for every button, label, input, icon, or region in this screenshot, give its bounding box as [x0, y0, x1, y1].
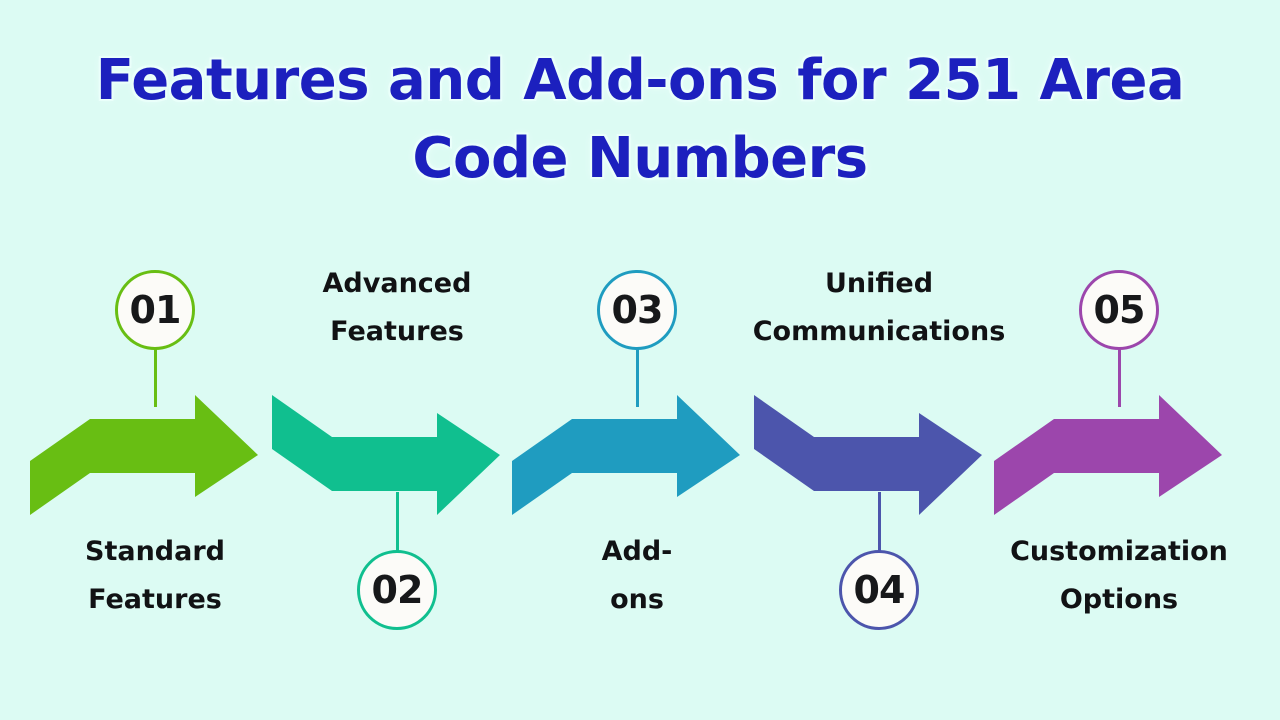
connector-stem	[878, 492, 881, 554]
arrow-shape	[994, 395, 1222, 515]
right-arrow-chevron-icon	[512, 395, 762, 515]
step-number: 04	[853, 568, 906, 612]
step-badge-02[interactable]: 02	[357, 550, 437, 630]
step-label-line-1: Customization	[1010, 536, 1228, 567]
step-label-line-2: Features	[330, 316, 464, 347]
step-number: 03	[611, 288, 664, 332]
step-label-line-1: Add-	[601, 536, 673, 567]
connector-stem	[636, 345, 639, 407]
right-arrow-chevron-icon	[272, 395, 522, 515]
step-badge-03[interactable]: 03	[597, 270, 677, 350]
arrow-shape	[30, 395, 258, 515]
step-label-line-1: Standard	[85, 536, 225, 567]
step-number: 05	[1093, 288, 1146, 332]
step-label-line-2: ons	[610, 584, 664, 615]
connector-stem	[1118, 345, 1121, 407]
right-arrow-chevron-icon	[30, 395, 280, 515]
right-arrow-chevron-icon	[994, 395, 1244, 515]
connector-stem	[154, 345, 157, 407]
title-line-2: Code Numbers	[412, 126, 868, 191]
step-label-03: Add-ons	[472, 528, 802, 624]
arrow-shape	[754, 395, 982, 515]
step-badge-01[interactable]: 01	[115, 270, 195, 350]
connector-stem	[396, 492, 399, 554]
title-line-1: Features and Add-ons for 251 Area	[95, 48, 1185, 113]
arrow-shape	[512, 395, 740, 515]
step-number: 02	[371, 568, 424, 612]
step-number: 01	[129, 288, 182, 332]
page-title: Features and Add-ons for 251 Area Code N…	[0, 42, 1280, 198]
step-badge-04[interactable]: 04	[839, 550, 919, 630]
step-label-line-1: Unified	[824, 268, 934, 299]
step-badge-05[interactable]: 05	[1079, 270, 1159, 350]
step-label-line-2: Communications	[752, 316, 1006, 347]
step-label-line-1: Advanced	[322, 268, 472, 299]
step-label-line-2: Features	[88, 584, 222, 615]
right-arrow-chevron-icon	[754, 395, 1004, 515]
step-label-line-2: Options	[1059, 584, 1179, 615]
arrow-shape	[272, 395, 500, 515]
